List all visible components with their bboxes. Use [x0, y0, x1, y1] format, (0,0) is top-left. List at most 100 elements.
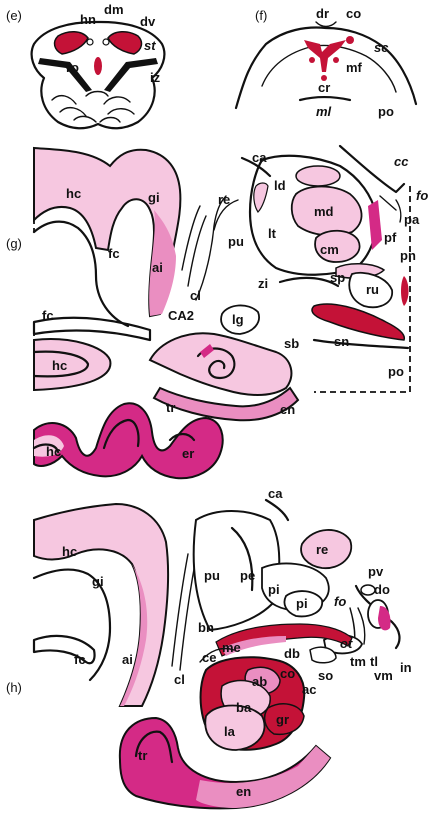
panel-g-pa-stroke: [380, 196, 396, 210]
panel-h-cortex-band: [34, 504, 168, 706]
panel-g-label-cm: cm: [320, 242, 339, 257]
panel-h-label-pi1: pi: [268, 582, 280, 597]
panel-g-label-sb: sb: [284, 336, 299, 351]
panel-g-label-ai: ai: [152, 260, 163, 275]
panel-g-label-lg: lg: [232, 312, 244, 327]
panel-g-label-ca: ca: [252, 150, 267, 165]
panel-g-label-po: po: [388, 364, 404, 379]
panel-h-label-ac: ac: [302, 682, 316, 697]
panel-g-claustrum: [182, 206, 206, 286]
panel-h-label-vm: vm: [374, 668, 393, 683]
panel-h-label-me: me: [222, 640, 241, 655]
panel-h-label-fo: fo: [334, 594, 346, 609]
panel-g-label-cc: cc: [394, 154, 409, 169]
panel-g-label-re: re: [218, 192, 230, 207]
panel-e-label-ro: ro: [66, 60, 79, 75]
panel-h-en-light: [196, 746, 330, 808]
panel-g-label-md: md: [314, 204, 334, 219]
panel-h-label-ba: ba: [236, 700, 252, 715]
panel-f: (f) dr co sc mf cr ml po: [236, 6, 416, 119]
panel-h-tag: (h): [6, 680, 22, 695]
panel-g-label-sn: sn: [334, 334, 349, 349]
panel-h-label-hc: hc: [62, 544, 77, 559]
panel-h: (h) hc gi ai fc ca re pv do pu pe pi pi …: [6, 486, 412, 808]
panel-e-raphe: [94, 57, 102, 75]
panel-f-dot-2: [333, 57, 339, 63]
panel-h-label-tr: tr: [138, 748, 147, 763]
panel-g-label-tr: tr: [166, 400, 175, 415]
panel-h-label-bn: bn: [198, 620, 214, 635]
panel-h-label-ce: ce: [202, 650, 216, 665]
panel-h-label-re: re: [316, 542, 328, 557]
panel-f-label-ml: ml: [316, 104, 332, 119]
panel-h-claustrum: [172, 554, 196, 670]
panel-g-pn: [401, 276, 409, 306]
panel-e-label-dm: dm: [104, 2, 124, 17]
panel-h-label-so: so: [318, 668, 333, 683]
panel-h-label-en: en: [236, 784, 251, 799]
panel-h-label-cl: cl: [174, 672, 185, 687]
panel-h-label-ab: ab: [252, 674, 267, 689]
panel-h-label-gi: gi: [92, 574, 104, 589]
panel-h-label-pe: pe: [240, 568, 255, 583]
panel-f-label-po: po: [378, 104, 394, 119]
panel-e-left-lobe: [55, 32, 88, 54]
panel-h-label-db: db: [284, 646, 300, 661]
panel-e-hn-dot: [87, 39, 93, 45]
panel-g-fo-stroke: [396, 200, 401, 222]
panel-e-tag: (e): [6, 8, 22, 23]
panel-g-pf: [368, 200, 382, 250]
panel-e-left-tract: [38, 58, 92, 92]
panel-f-dot-1: [309, 57, 315, 63]
panel-e-ventral-folds: [52, 92, 134, 123]
panel-f-aqueduct: [316, 22, 336, 27]
panel-f-label-cr: cr: [318, 80, 330, 95]
panel-f-tag: (f): [255, 8, 267, 23]
panel-h-label-pu: pu: [204, 568, 220, 583]
panel-g-label-ld: ld: [274, 178, 286, 193]
panel-h-label-fc: fc: [74, 652, 86, 667]
panel-g-cc: [340, 146, 404, 192]
panel-h-label-gr: gr: [276, 712, 289, 727]
panel-e-label-dv: dv: [140, 14, 156, 29]
panel-e: (e) hn dm dv ro st iz: [6, 2, 164, 128]
panel-f-dot-4: [346, 36, 354, 44]
panel-h-label-la: la: [224, 724, 236, 739]
panel-g-label-fc1: fc: [108, 246, 120, 261]
panel-g-tag: (g): [6, 236, 22, 251]
panel-g-label-ru: ru: [366, 282, 379, 297]
panel-h-ca: [266, 500, 288, 520]
panel-e-right-lobe: [108, 32, 141, 54]
panel-g-label-fo: fo: [416, 188, 428, 203]
panel-f-label-sc: sc: [374, 40, 389, 55]
panel-g-label-pf: pf: [384, 230, 397, 245]
panel-h-label-tl: tl: [370, 654, 378, 669]
panel-g-label-lt: lt: [268, 226, 277, 241]
panel-h-label-in: in: [400, 660, 412, 675]
panel-g: (g) hc gi ai fc fc cl pu re ca ld md lt …: [6, 146, 428, 478]
panel-e-hn-dot-2: [103, 39, 109, 45]
panel-g-label-er: er: [182, 446, 194, 461]
panel-h-label-ai: ai: [122, 652, 133, 667]
panel-g-po-arc: [314, 340, 408, 348]
panel-g-sn: [312, 304, 404, 340]
panel-f-bottom-line: [300, 97, 350, 100]
panel-f-label-co: co: [346, 6, 361, 21]
panel-g-label-pn: pn: [400, 248, 416, 263]
panel-e-label-hn: hn: [80, 12, 96, 27]
panel-h-label-tm: tm: [350, 654, 366, 669]
panel-g-hc-middle: [34, 339, 110, 390]
panel-f-label-dr: dr: [316, 6, 329, 21]
panel-h-label-pi2: pi: [296, 596, 308, 611]
panel-g-label-en: en: [280, 402, 295, 417]
panel-h-pv: [361, 585, 375, 595]
panel-g-label-gi: gi: [148, 190, 160, 205]
panel-h-label-co: co: [280, 666, 295, 681]
panel-g-ld: [296, 166, 340, 186]
panel-e-label-iz: iz: [150, 70, 161, 85]
panel-h-label-do: do: [374, 582, 390, 597]
panel-g-label-hc2: hc: [52, 358, 67, 373]
panel-h-la: [205, 706, 264, 751]
panel-g-label-pa: pa: [404, 212, 420, 227]
